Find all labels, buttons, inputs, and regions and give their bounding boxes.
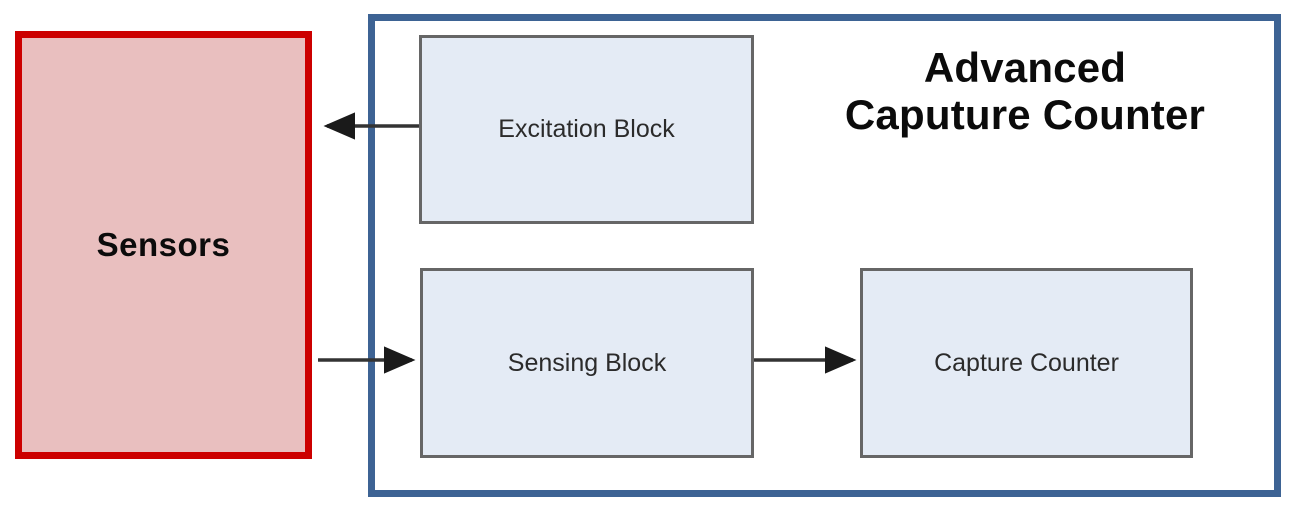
block-sensing-label: Sensing Block (507, 348, 667, 377)
block-sensing[interactable]: Sensing Block (420, 268, 754, 458)
block-sensors[interactable]: Sensors (15, 31, 312, 459)
block-sensors-label: Sensors (96, 225, 231, 263)
block-excitation[interactable]: Excitation Block (419, 35, 754, 224)
system-title-line-1: Advanced (923, 44, 1127, 91)
system-title-line-2: Caputure Counter (844, 91, 1206, 139)
block-excitation-label: Excitation Block (498, 115, 675, 144)
system-title: Advanced Caputure Counter (770, 44, 1280, 138)
block-capture-counter[interactable]: Capture Counter (860, 268, 1193, 458)
system-boundary-advanced-capture-counter (368, 14, 1281, 497)
block-capture-counter-label: Capture Counter (934, 348, 1119, 377)
